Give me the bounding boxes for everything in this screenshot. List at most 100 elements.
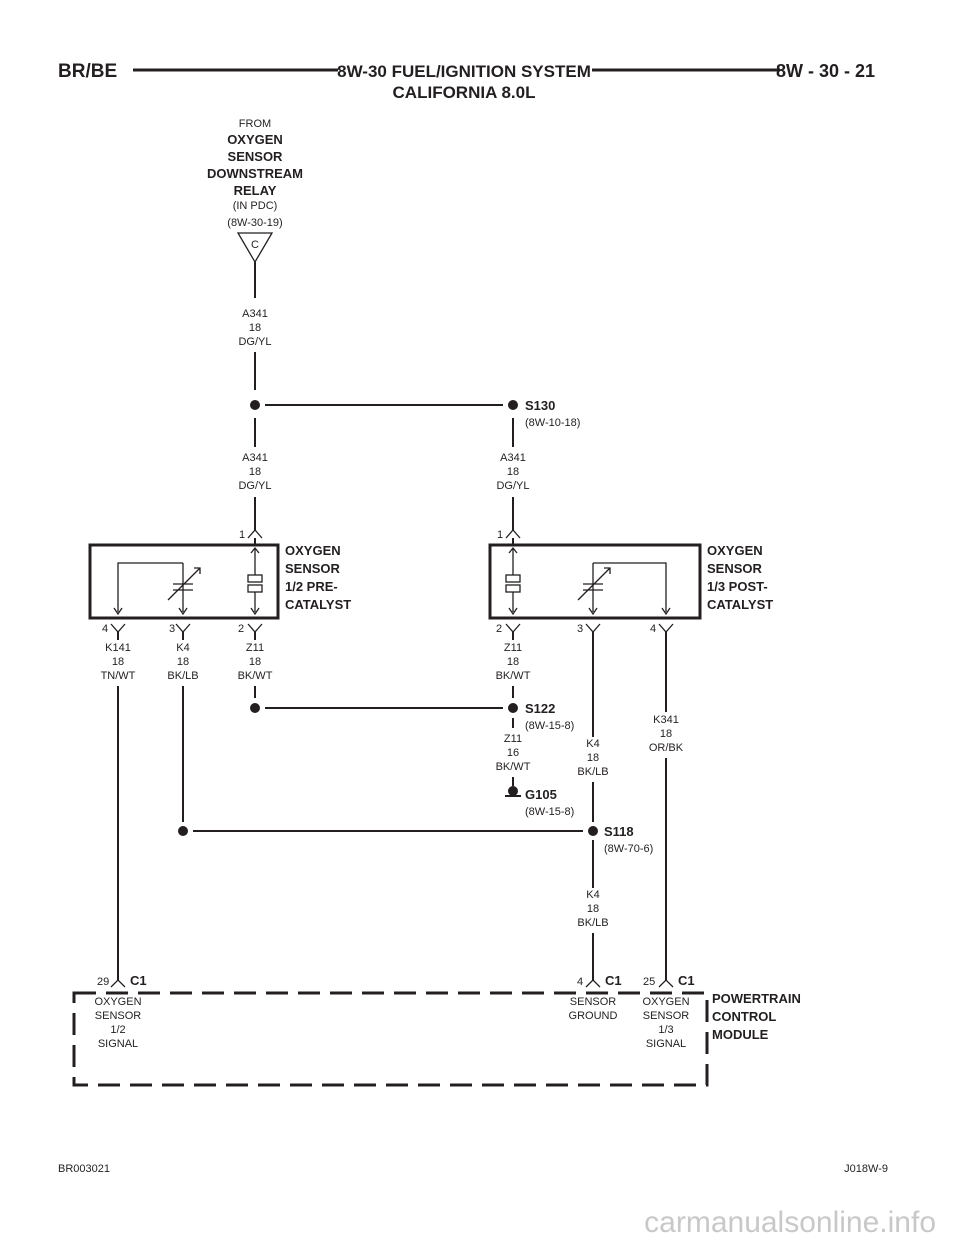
wire-label: BK/WT — [496, 761, 531, 773]
pcm-pin-label: 1/3 — [658, 1024, 673, 1036]
sensor-left-name-3: 1/2 PRE- — [285, 579, 338, 594]
pcm-connector-name: C1 — [605, 973, 622, 988]
heater-element-icon — [247, 546, 263, 616]
connector-pin-icon — [505, 529, 521, 539]
source-connector: C — [251, 239, 259, 251]
source-name-2: SENSOR — [228, 149, 284, 164]
wire-label: A341 — [242, 452, 268, 464]
pcm-name-3: MODULE — [712, 1027, 769, 1042]
splice-s122-name: S122 — [525, 701, 555, 716]
wire-label: 18 — [507, 466, 519, 478]
source-name-3: DOWNSTREAM — [207, 166, 303, 181]
sensor-right-name-2: SENSOR — [707, 561, 763, 576]
powertrain-control-module-box — [72, 991, 709, 1087]
splice-dot — [178, 826, 188, 836]
pin-number: 4 — [650, 623, 656, 635]
sensor-signal-loop — [113, 562, 183, 616]
pcm-name-2: CONTROL — [712, 1009, 776, 1024]
variable-resistor-icon — [577, 563, 611, 616]
pcm-connector-name: C1 — [678, 973, 695, 988]
pin-number: 1 — [239, 529, 245, 541]
connector-pin-icon — [658, 979, 674, 988]
pcm-pin-label: SIGNAL — [646, 1038, 686, 1050]
splice-s130-name: S130 — [525, 398, 555, 413]
pcm-pin-number: 25 — [643, 976, 655, 988]
wire-label: BK/LB — [577, 766, 608, 778]
connector-triangle-icon — [236, 232, 274, 264]
source-from: FROM — [239, 118, 271, 130]
wire-label: BK/WT — [238, 670, 273, 682]
pcm-pin-number: 29 — [97, 976, 109, 988]
connector-pin-icon — [505, 623, 521, 633]
wire-label: DG/YL — [238, 336, 271, 348]
wire-label: K341 — [653, 714, 679, 726]
splice-dot — [508, 703, 518, 713]
source-label: FROM OXYGEN SENSOR DOWNSTREAM RELAY (IN … — [207, 118, 303, 229]
splice-s118-ref: (8W-70-6) — [604, 843, 653, 855]
splice-dot — [250, 400, 260, 410]
wire-label: 18 — [587, 752, 599, 764]
wire-label: 16 — [507, 747, 519, 759]
pcm-pin-label: 1/2 — [110, 1024, 125, 1036]
pcm-pin-label: OXYGEN — [642, 996, 689, 1008]
pcm-pin-label: GROUND — [569, 1010, 618, 1022]
sensor-left-name-4: CATALYST — [285, 597, 351, 612]
header-left: BR/BE — [58, 61, 117, 82]
pin-number: 1 — [497, 529, 503, 541]
heater-element-icon — [505, 546, 521, 616]
pcm-pin-label: SIGNAL — [98, 1038, 138, 1050]
wire-label: BK/WT — [496, 670, 531, 682]
ground-g105-ref: (8W-15-8) — [525, 806, 574, 818]
pcm-pin-label: SENSOR — [95, 1010, 142, 1022]
wire-label: 18 — [112, 656, 124, 668]
wire-label: 18 — [587, 903, 599, 915]
wire-label: A341 — [242, 308, 268, 320]
sensor-right-name-4: CATALYST — [707, 597, 773, 612]
wire-label: BK/LB — [167, 670, 198, 682]
wire-label: DG/YL — [238, 480, 271, 492]
pin-number: 3 — [169, 623, 175, 635]
wire-label: BK/LB — [577, 917, 608, 929]
footer-doc-id: J018W-9 — [844, 1163, 888, 1175]
sensor-left-name-2: SENSOR — [285, 561, 341, 576]
source-ref: (8W-30-19) — [227, 217, 282, 229]
connector-pin-icon — [585, 623, 601, 633]
pin-number: 2 — [496, 623, 502, 635]
page-subtitle: CALIFORNIA 8.0L — [393, 83, 536, 102]
splice-dot — [588, 826, 598, 836]
pin-number: 2 — [238, 623, 244, 635]
ground-icon — [505, 786, 521, 797]
sensor-left-name-1: OXYGEN — [285, 543, 341, 558]
connector-pin-icon — [247, 529, 263, 539]
connector-pin-icon — [110, 979, 126, 988]
oxygen-sensor-1-3-box — [488, 543, 702, 620]
pcm-name-1: POWERTRAIN — [712, 991, 801, 1006]
wire-label: 18 — [249, 656, 261, 668]
wire-label: 18 — [507, 656, 519, 668]
splice-dot — [508, 400, 518, 410]
header-right: 8W - 30 - 21 — [776, 61, 875, 81]
wire-label: K4 — [586, 738, 599, 750]
splice-s130-ref: (8W-10-18) — [525, 417, 580, 429]
footer-figure-id: BR003021 — [58, 1163, 110, 1175]
connector-pin-icon — [175, 623, 191, 633]
connector-pin-icon — [585, 979, 601, 988]
page-title: 8W-30 FUEL/IGNITION SYSTEM — [337, 62, 591, 81]
pcm-pin-number: 4 — [577, 976, 583, 988]
wire-label: A341 — [500, 452, 526, 464]
splice-dot — [250, 703, 260, 713]
wire-label: 18 — [249, 466, 261, 478]
wire-label: Z11 — [246, 642, 264, 654]
pcm-pin-label: SENSOR — [570, 996, 617, 1008]
splice-s118-name: S118 — [604, 824, 634, 839]
connector-pin-icon — [110, 623, 126, 633]
wire-label: OR/BK — [649, 742, 684, 754]
wire-label: Z11 — [504, 733, 522, 745]
watermark: carmanualsonline.info — [644, 1206, 936, 1239]
variable-resistor-icon — [167, 563, 201, 616]
sensor-right-name-1: OXYGEN — [707, 543, 763, 558]
wire-label: K141 — [105, 642, 131, 654]
wire-label: 18 — [177, 656, 189, 668]
sensor-right-name-3: 1/3 POST- — [707, 579, 768, 594]
